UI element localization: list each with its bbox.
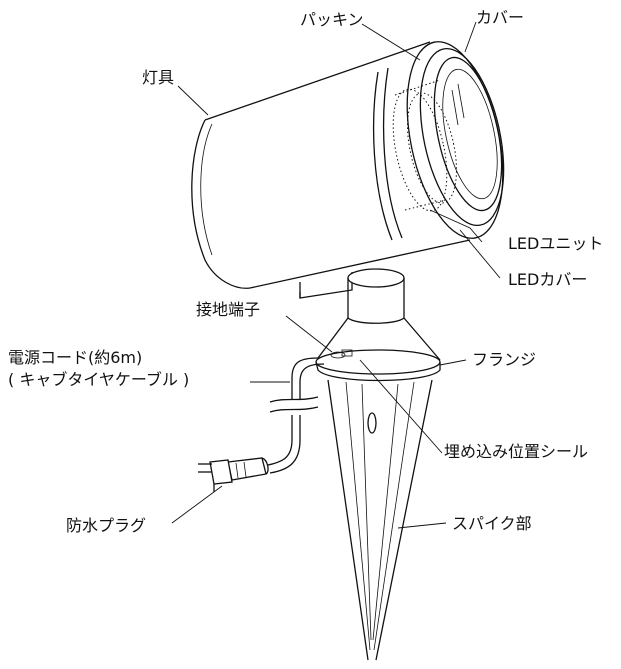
label-led-cover: LEDカバー <box>508 270 588 289</box>
label-flange: フランジ <box>472 350 537 369</box>
leader-lines <box>171 21 501 529</box>
label-led-unit: LEDユニット <box>508 234 604 253</box>
label-burial-seal: 埋め込み位置シール <box>444 442 589 461</box>
flange-drawing <box>315 317 441 382</box>
spike-drawing <box>327 379 433 661</box>
label-packing: パッキン <box>300 10 364 29</box>
power-cord-drawing <box>198 357 325 492</box>
lamp-body-drawing <box>191 41 505 289</box>
label-cover: カバー <box>476 8 525 27</box>
label-lamp-body: 灯具 <box>142 68 175 87</box>
label-ground-terminal: 接地端子 <box>196 300 261 319</box>
label-spike: スパイク部 <box>452 514 532 533</box>
label-waterproof-plug: 防水プラグ <box>66 516 147 535</box>
label-power-cord-line2: ( キャブタイヤケーブル ) <box>8 370 190 389</box>
label-power-cord-line1: 電源コード(約6m) <box>8 348 143 367</box>
collar-drawing <box>347 268 405 324</box>
